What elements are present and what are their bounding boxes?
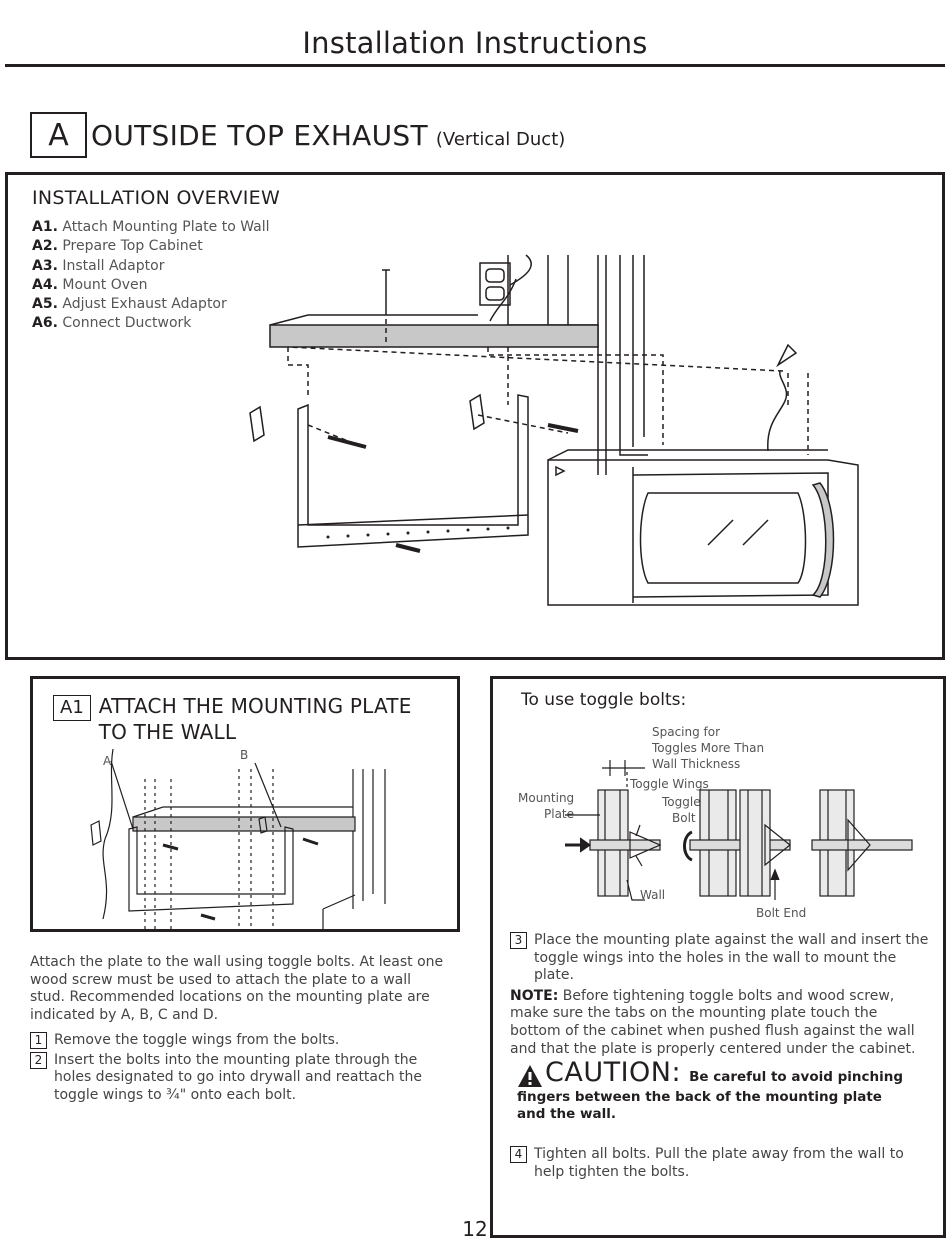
note-text: Before tightening toggle bolts and wood … xyxy=(510,987,916,1057)
step-3: 3 Place the mounting plate against the w… xyxy=(510,932,930,985)
section-title-row: A OUTSIDE TOP EXHAUST (Vertical Duct) xyxy=(30,112,565,158)
section-letter-box: A xyxy=(30,112,87,158)
attach-mounting-plate-panel: A B C D A1 ATTACH THE MOUNTING PLATE TO … xyxy=(30,676,460,932)
section-subtitle: (Vertical Duct) xyxy=(435,129,566,150)
list-item: A5. Adjust Exhaust Adaptor xyxy=(32,296,227,313)
toggle-bolts-panel xyxy=(490,676,946,1238)
installation-overview-illustration xyxy=(249,254,859,606)
mounting-plate-location-illustration: A B C D xyxy=(90,748,386,929)
list-item: A4. Mount Oven xyxy=(32,276,148,293)
a1-steps: 1 Remove the toggle wings from the bolts… xyxy=(30,1032,450,1106)
step-number: 1 xyxy=(30,1032,47,1049)
list-item: A1. Attach Mounting Plate to Wall xyxy=(32,219,270,235)
list-item: A6. Connect Ductwork xyxy=(32,315,192,332)
list-item: A2. Prepare Top Cabinet xyxy=(32,238,203,255)
page-title: Installation Instructions xyxy=(302,26,648,60)
page-number: 12 xyxy=(462,1217,488,1241)
step-2: 2 Insert the bolts into the mounting pla… xyxy=(30,1051,450,1105)
note-block: NOTE: Before tightening toggle bolts and… xyxy=(510,988,930,1058)
step-text: Place the mounting plate against the wal… xyxy=(534,932,929,984)
overview-title: INSTALLATION OVERVIEW xyxy=(32,187,281,209)
list-item: A3. Install Adaptor xyxy=(32,257,165,274)
step-number: 4 xyxy=(510,1146,527,1163)
a1-title: ATTACH THE MOUNTING PLATE TO THE WALL xyxy=(98,694,412,744)
a1-tag: A1 xyxy=(53,695,91,721)
note-label: NOTE: xyxy=(510,987,559,1004)
caution-row: CAUTION: Be careful to avoid pinching xyxy=(517,1058,903,1088)
step-number: 2 xyxy=(30,1051,47,1069)
warning-triangle-icon xyxy=(518,1065,542,1087)
installation-overview-panel: INSTALLATION OVERVIEW A1. Attach Mountin… xyxy=(5,172,945,660)
toggle-step-4: 4 Tighten all bolts. Pull the plate away… xyxy=(510,1146,930,1183)
a1-body-text: Attach the plate to the wall using toggl… xyxy=(30,954,444,1023)
step-1: 1 Remove the toggle wings from the bolts… xyxy=(30,1032,450,1050)
caution-inline-text: Be careful to avoid pinching xyxy=(689,1069,903,1085)
step-text: Insert the bolts into the mounting plate… xyxy=(54,1051,422,1103)
toggle-instructions: 3 Place the mounting plate against the w… xyxy=(510,932,930,1058)
a1-title-row: A1 ATTACH THE MOUNTING PLATE TO THE WALL xyxy=(53,693,429,745)
figure-label-a: A xyxy=(103,754,112,768)
caution-word: CAUTION: xyxy=(545,1057,682,1088)
overview-step-list: A1. Attach Mounting Plate to Wall A2. Pr… xyxy=(32,218,270,334)
step-text: Tighten all bolts. Pull the plate away f… xyxy=(534,1146,904,1180)
step-text: Remove the toggle wings from the bolts. xyxy=(54,1032,340,1048)
header-rule xyxy=(5,64,945,67)
step-4: 4 Tighten all bolts. Pull the plate away… xyxy=(510,1146,930,1181)
figure-label-b: B xyxy=(240,748,248,762)
toggle-bolts-heading: To use toggle bolts: xyxy=(521,690,687,710)
section-title: OUTSIDE TOP EXHAUST xyxy=(91,118,428,152)
step-number: 3 xyxy=(510,932,527,949)
caution-continued-text: fingers between the back of the mounting… xyxy=(517,1089,882,1122)
